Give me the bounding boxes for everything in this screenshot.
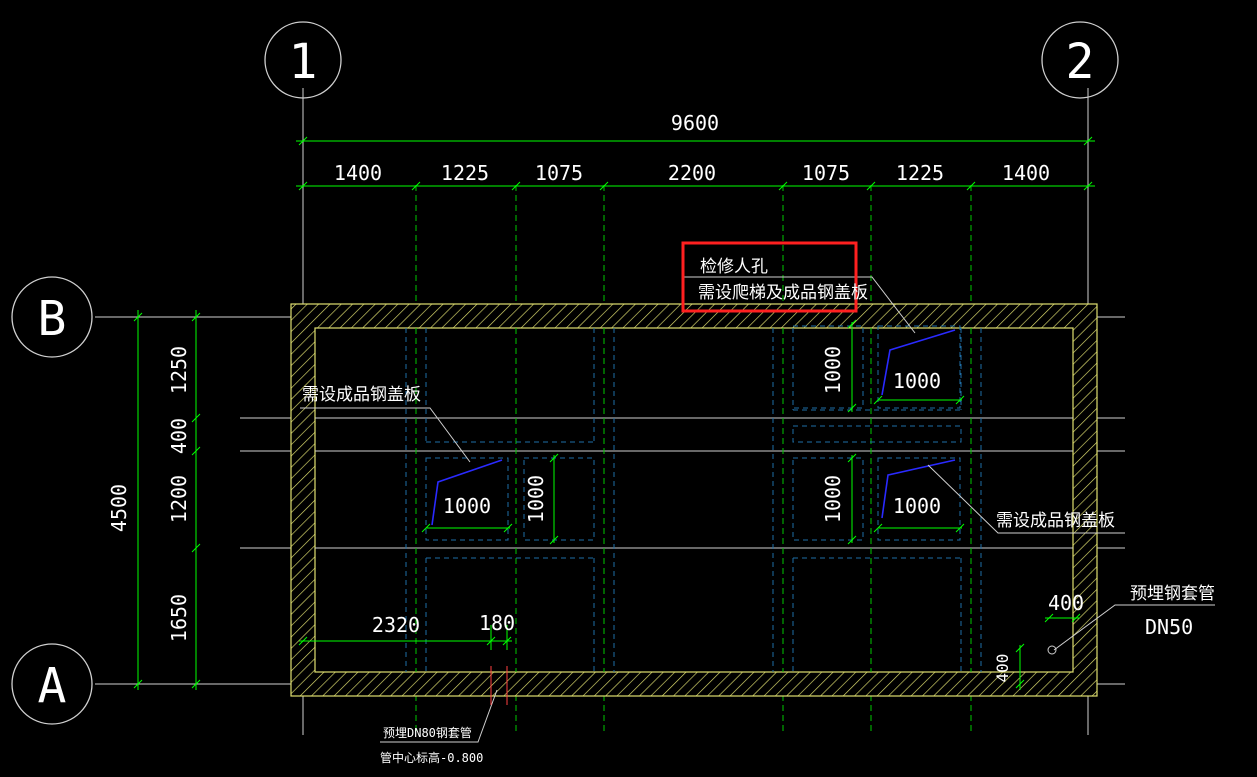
leader-lines: [300, 276, 1215, 743]
top-dimensions: [296, 136, 1095, 191]
dim-span-4: 2200: [668, 161, 716, 185]
sleeve-dimension-lines: [1015, 613, 1081, 690]
hatch-size-v2: 1000: [821, 475, 845, 523]
inner-span-lines: [415, 328, 972, 672]
dim-vertical-3: 1200: [167, 475, 191, 523]
hatch-size-1: 1000: [443, 494, 491, 518]
inner-grid-lines: [315, 417, 1073, 549]
dim-pipe-width: 180: [479, 611, 515, 635]
dim-vertical-4: 1650: [167, 594, 191, 642]
sleeve-size: DN50: [1145, 615, 1193, 639]
dim-span-6: 1225: [896, 161, 944, 185]
axis-label-A: A: [38, 658, 67, 714]
cover-label-left: 需设成品钢盖板: [302, 385, 421, 405]
axis-label-2: 2: [1066, 34, 1095, 90]
cover-label-right: 需设成品钢盖板: [996, 511, 1115, 531]
sleeve-dn50-symbol: [1047, 645, 1057, 655]
dim-bottom-offset: 2320: [372, 613, 420, 637]
hatch-dimension-lines: [421, 319, 965, 545]
hatch-size-v1: 1000: [524, 475, 548, 523]
axis-bubble-A: A: [11, 643, 93, 725]
dim-overall-height: 4500: [107, 484, 131, 532]
pipe-dimension-lines: [298, 625, 512, 650]
dim-span-3: 1075: [535, 161, 583, 185]
axis-bubble-1: 1: [264, 21, 342, 135]
dn80-pipe: [490, 666, 508, 705]
dim-vertical-2: 400: [167, 418, 191, 454]
dim-overall-width: 9600: [671, 111, 719, 135]
axis-label-B: B: [38, 291, 67, 347]
sleeve-title: 预埋钢套管: [1130, 584, 1215, 604]
sleeve-offset-y: 400: [993, 654, 1012, 683]
manhole-highlight-box: [681, 241, 858, 313]
lid-outlines: [431, 329, 956, 526]
axis-label-1: 1: [289, 34, 318, 90]
sleeve-offset-x: 400: [1048, 591, 1084, 615]
dim-vertical-1: 1250: [167, 346, 191, 394]
manhole-label-line1: 检修人孔: [700, 257, 768, 277]
dim-span-2: 1225: [441, 161, 489, 185]
pipe-label-line2: 管中心标高-0.800: [380, 750, 483, 765]
axis-bubble-2: 2: [1041, 21, 1119, 135]
hidden-beam-outlines: [405, 328, 982, 672]
hatch-size-2: 1000: [893, 369, 941, 393]
tank-wall: [290, 303, 1098, 697]
axis-bubble-B: B: [11, 276, 93, 358]
left-dimensions: [133, 310, 201, 690]
dim-span-1: 1400: [334, 161, 382, 185]
hatch-size-3: 1000: [893, 494, 941, 518]
dim-span-5: 1075: [802, 161, 850, 185]
pipe-label-line1: 预埋DN80钢套管: [383, 725, 472, 740]
hatch-size-v3: 1000: [821, 346, 845, 394]
manhole-label-line2: 需设爬梯及成品钢盖板: [698, 283, 868, 303]
dim-span-7: 1400: [1002, 161, 1050, 185]
